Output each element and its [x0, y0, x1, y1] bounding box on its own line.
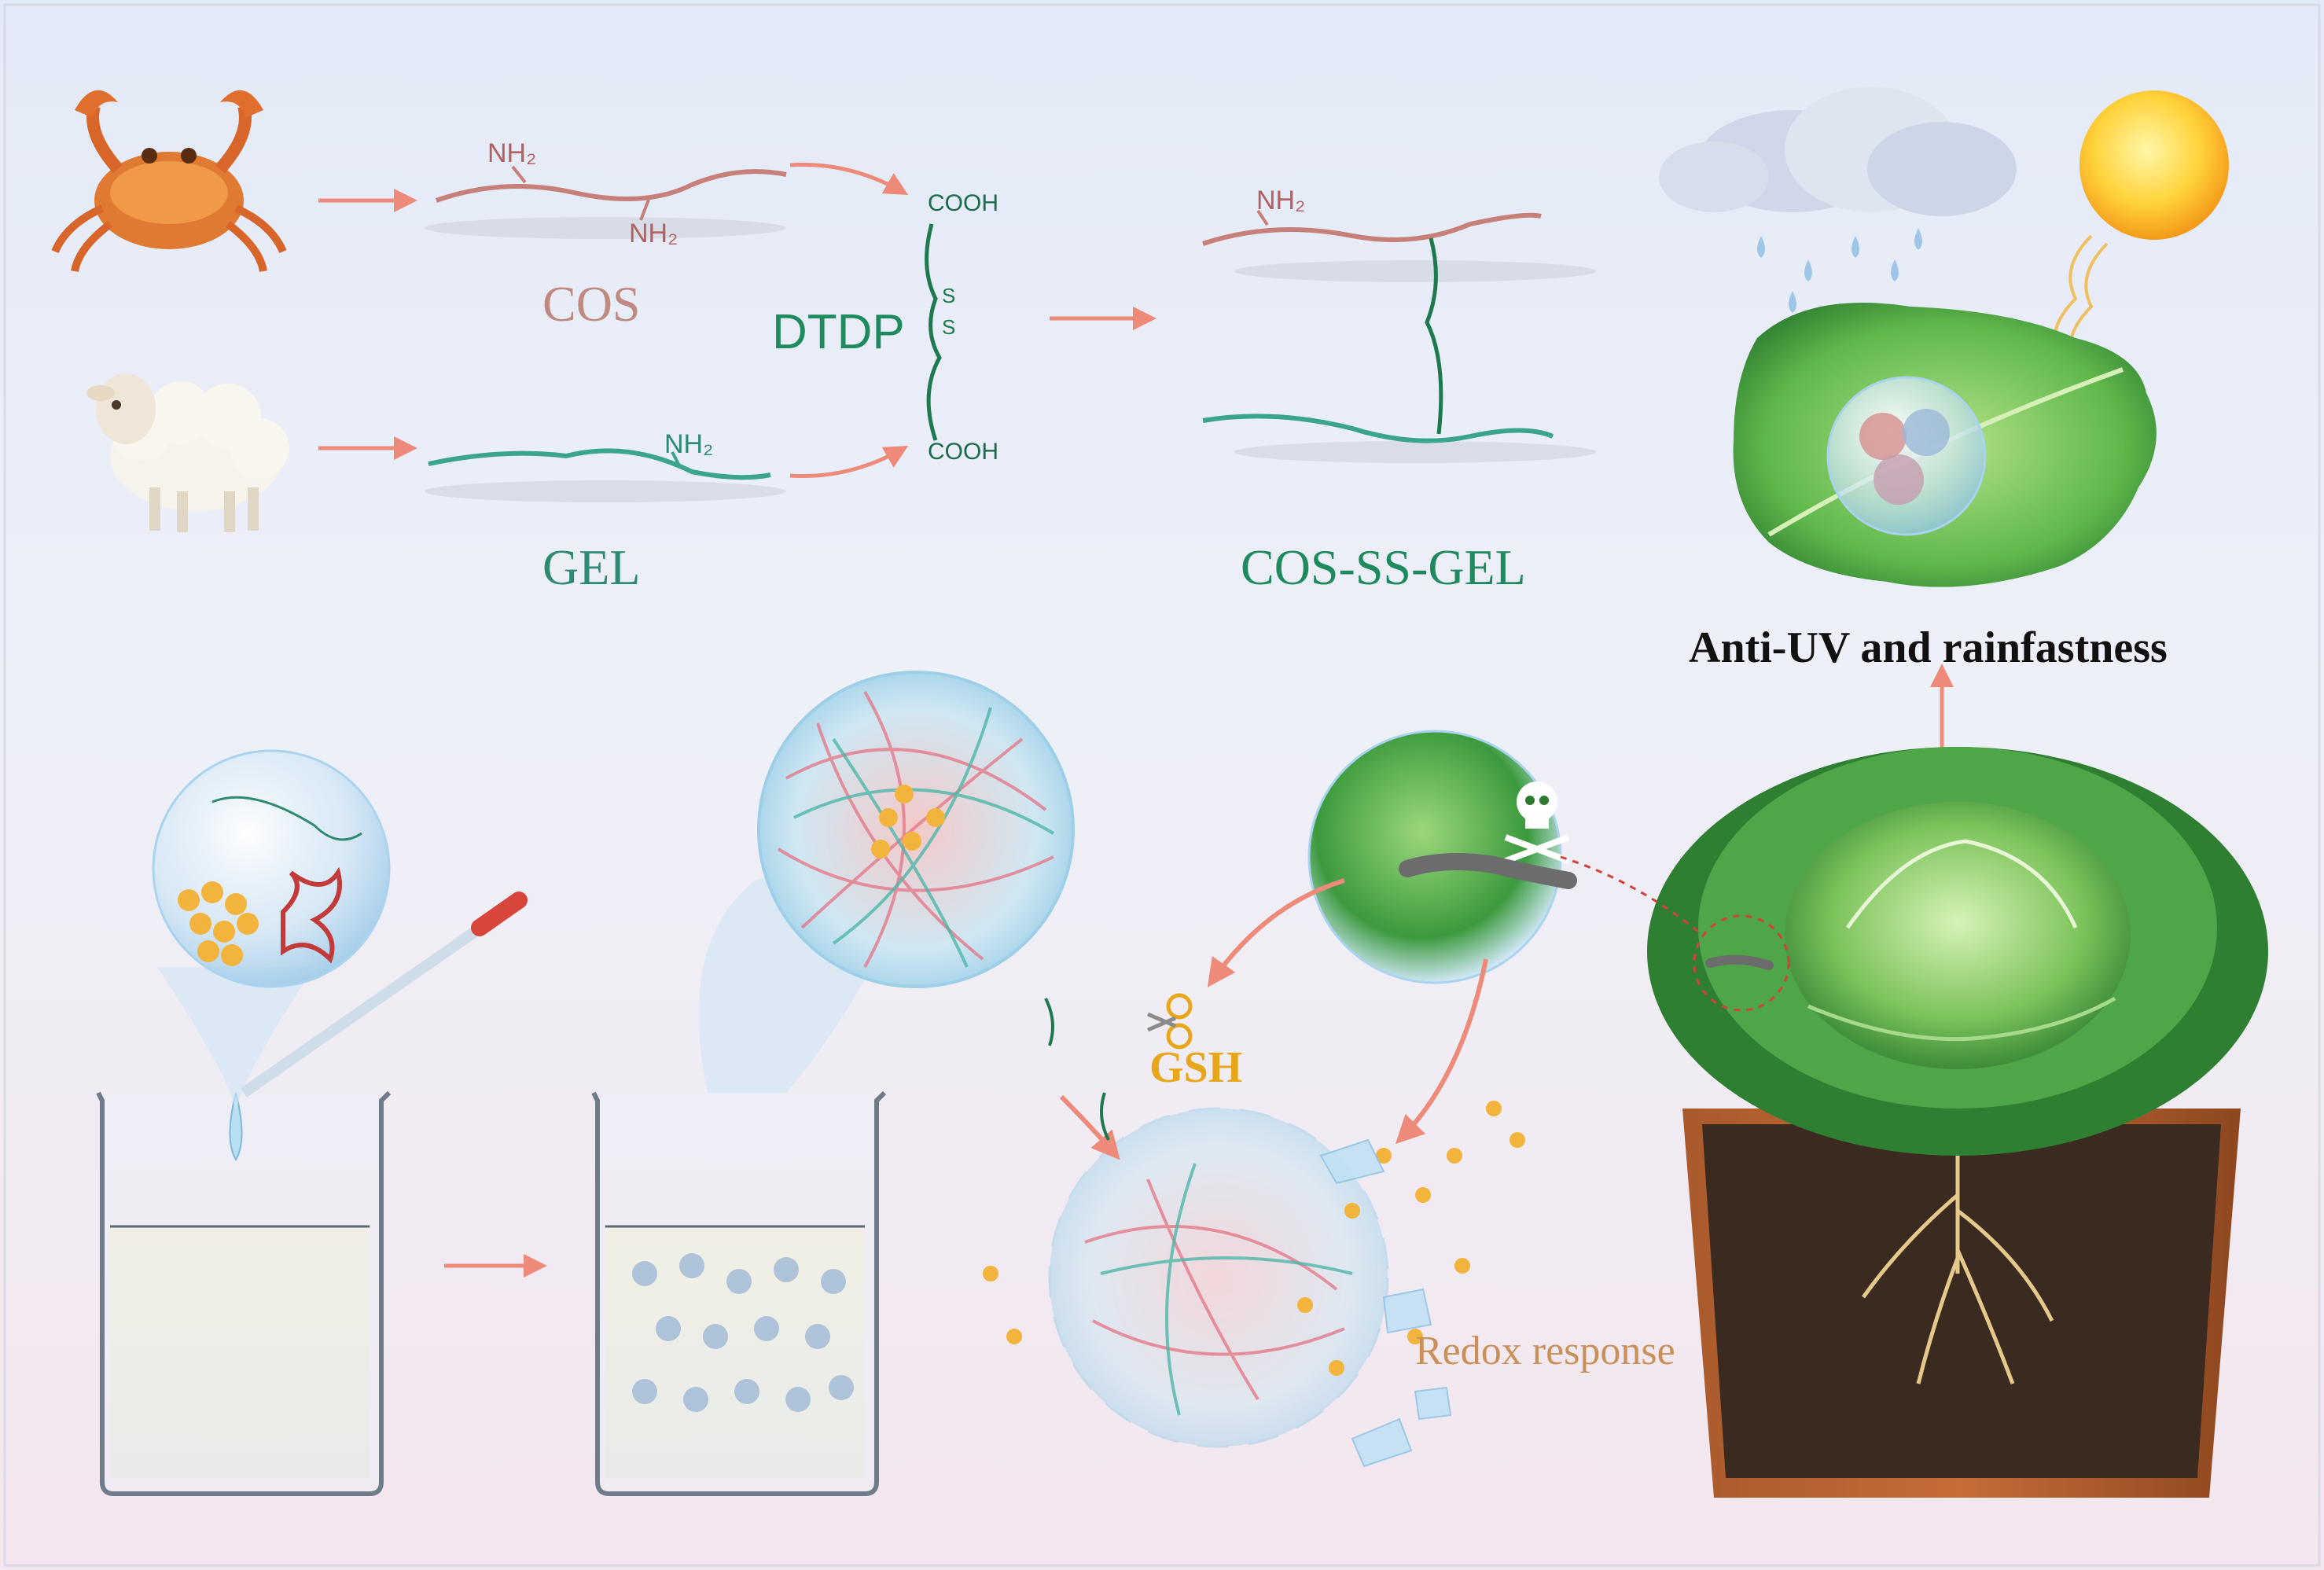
dtdp-label: DTDP	[772, 305, 905, 359]
gel-label: GEL	[542, 539, 641, 595]
gel-nh2-label: NH₂	[664, 429, 714, 459]
cos-chain	[425, 165, 787, 239]
pest-bubble	[1307, 730, 1577, 984]
skull-icon	[1504, 781, 1570, 864]
beaker-1	[96, 1090, 392, 1496]
pipette-icon	[240, 892, 528, 1098]
arrows-synthesis	[318, 162, 1954, 1278]
dtdp-chain: S S	[925, 223, 955, 441]
cos-ss-gel-chain	[1202, 209, 1596, 463]
bubble-mixture	[152, 749, 391, 1116]
arrows-release	[1059, 878, 1488, 1160]
scissors-icon	[1147, 993, 1193, 1050]
degraded-nanoparticle	[983, 1101, 1525, 1468]
beaker-2	[591, 1090, 887, 1496]
dtdp-cooh-top-label: COOH	[928, 190, 998, 216]
gel-chain	[425, 448, 786, 502]
nanoparticle-ball	[698, 671, 1075, 1093]
cos-nh2-label-2: NH₂	[629, 219, 678, 248]
frame	[3, 3, 2321, 1567]
redox-response-label: Redox response	[1415, 1329, 1675, 1373]
gsh-label: GSH	[1149, 1043, 1243, 1092]
svg-text:S: S	[942, 315, 955, 339]
cabbage-plant	[1560, 747, 2268, 1498]
svg-text:S: S	[942, 284, 955, 307]
anti-uv-label: Anti-UV and rainfastness	[1689, 623, 2168, 672]
crab-icon	[51, 90, 287, 273]
product-nh2-label: NH₂	[1256, 186, 1306, 215]
dtdp-cooh-bottom-label: COOH	[928, 439, 998, 465]
cos-label: COS	[542, 276, 641, 332]
rain-cloud-icon	[1659, 86, 2017, 325]
sh-fragments	[1044, 998, 1110, 1141]
cos-ss-gel-label: COS-SS-GEL	[1241, 539, 1526, 595]
cos-nh2-label-1: NH₂	[487, 138, 537, 168]
sheep-icon	[86, 373, 289, 532]
nanoparticle-on-leaf	[1826, 376, 1987, 536]
